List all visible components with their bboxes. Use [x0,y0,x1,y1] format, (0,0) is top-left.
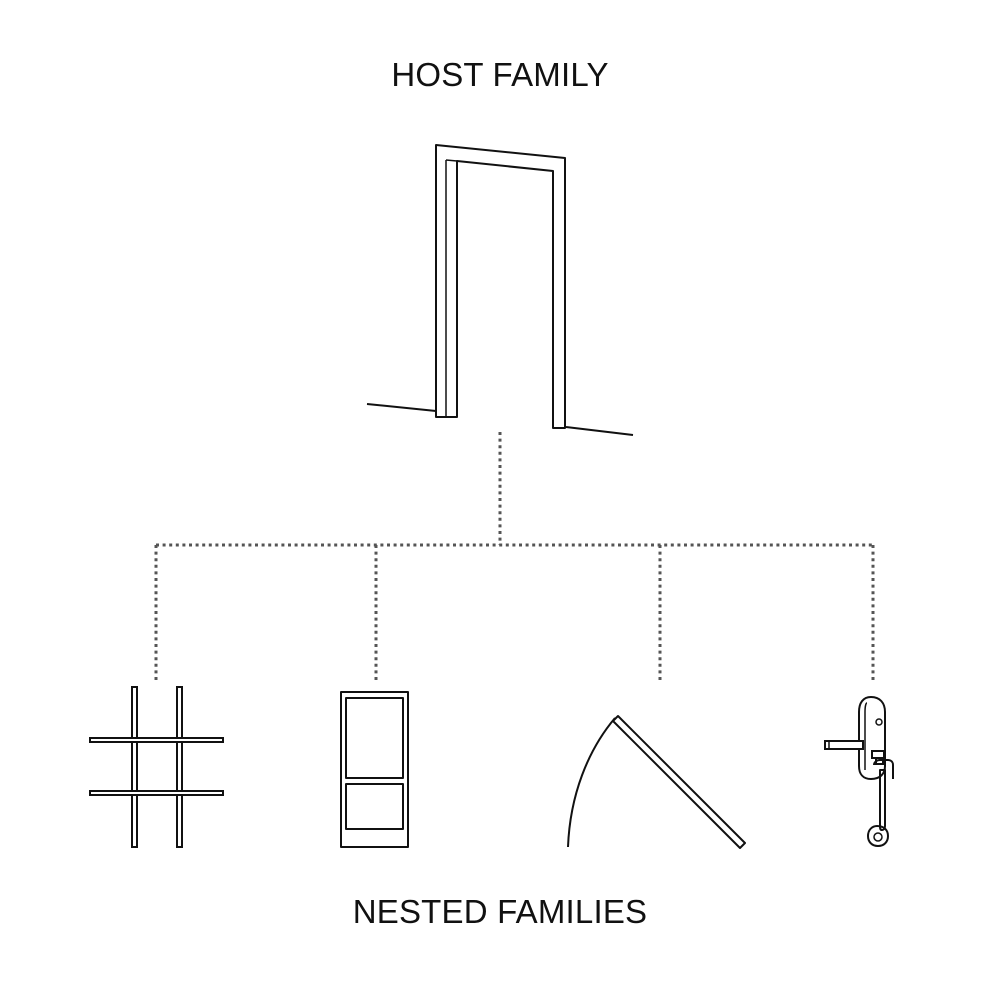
muntin-grid-icon [89,686,224,848]
nested-families-label: NESTED FAMILIES [352,893,648,930]
host-family-label: HOST FAMILY [391,56,609,93]
door-swing-icon [567,715,746,849]
door-panel-icon [340,691,409,848]
door-frame-icon [366,144,634,436]
connector-lines [154,432,875,682]
door-handle-icon [824,696,894,847]
